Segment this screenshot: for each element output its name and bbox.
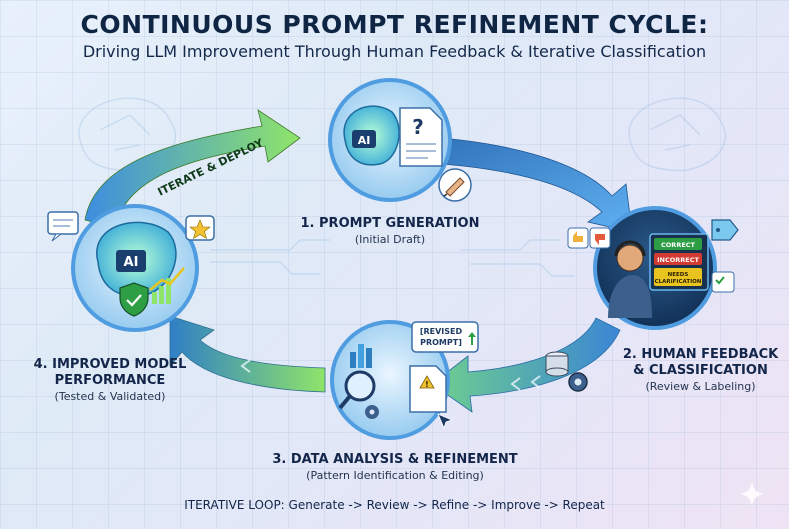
step-3-label: 3. DATA ANALYSIS & REFINEMENT (Pattern I… [250, 452, 540, 483]
svg-text:CORRECT: CORRECT [661, 241, 696, 249]
brain-icon: AI [343, 105, 400, 166]
step-1-illustration: AI ? [328, 78, 472, 202]
step-3-title: 3. DATA ANALYSIS & REFINEMENT [272, 452, 518, 467]
growth-chart-icon [149, 267, 185, 304]
sparkle-icon [740, 482, 764, 506]
svg-text:INCORRECT: INCORRECT [657, 256, 699, 264]
database-icon [545, 351, 569, 377]
circuit-lines [210, 239, 575, 277]
step-4-label: 4. IMPROVED MODEL PERFORMANCE (Tested & … [20, 357, 200, 404]
svg-text:NEEDS: NEEDS [668, 272, 689, 278]
star-icon [185, 215, 215, 241]
gear-icon [365, 405, 379, 419]
step-2-label: 2. HUMAN FEEDBACK & CLASSIFICATION (Revi… [612, 347, 789, 394]
shield-check-icon [119, 282, 149, 317]
footer-loop-text: ITERATIVE LOOP: Generate -> Review -> Re… [184, 498, 605, 512]
page-title: CONTINUOUS PROMPT REFINEMENT CYCLE: [80, 10, 709, 39]
step-1-label: 1. PROMPT GENERATION (Initial Draft) [300, 216, 480, 247]
headset-person-icon [608, 240, 652, 318]
svg-text:!: ! [425, 380, 429, 389]
page-subtitle: Driving LLM Improvement Through Human Fe… [82, 42, 707, 61]
arrow-iterate-deploy [84, 109, 301, 229]
hand-writing-icon [438, 168, 472, 202]
step-1-title: 1. PROMPT GENERATION [300, 216, 480, 231]
brain-icon: AI [96, 221, 177, 297]
warning-document-icon: ! [409, 365, 447, 413]
thumbs-down-icon [589, 227, 611, 249]
faint-brain-left-icon [78, 97, 177, 172]
tag-needs [654, 268, 702, 286]
step-4-illustration: AI [47, 204, 215, 332]
step-4-subtitle: (Tested & Validated) [54, 390, 166, 403]
chat-bubble-icon [47, 211, 79, 242]
tag-icon [711, 219, 739, 241]
step-1-subtitle: (Initial Draft) [354, 233, 426, 246]
step-2-title-line-1: 2. HUMAN FEEDBACK [622, 347, 779, 362]
document-icon: ? [399, 107, 443, 167]
step-4-title-line-1: 4. IMPROVED MODEL [33, 357, 187, 372]
thumbs-up-icon [567, 227, 589, 249]
magnifier-icon [338, 370, 376, 410]
faint-brain-right-icon [628, 97, 727, 172]
classification-tags: CORRECT INCORRECT NEEDS CLARIFICATION [654, 238, 702, 286]
bar-chart-icon [350, 344, 372, 368]
revised-prompt-bubble: [REVISED PROMPT] [411, 321, 479, 353]
step-2-subtitle: (Review & Labeling) [645, 380, 756, 393]
svg-text:AI: AI [124, 255, 139, 270]
svg-text:?: ? [412, 115, 424, 139]
cursor-icon [437, 413, 454, 430]
tag-correct [654, 238, 702, 250]
gear-icon [568, 372, 588, 392]
tag-incorrect [654, 253, 702, 265]
step-3-illustration: [REVISED PROMPT] ! [330, 320, 479, 440]
step-2-title-line-2: & CLASSIFICATION [633, 363, 768, 378]
step-4-title-line-2: PERFORMANCE [54, 373, 166, 388]
step-2-illustration: CORRECT INCORRECT NEEDS CLARIFICATION [545, 206, 739, 392]
checklist-icon [711, 271, 735, 293]
step-3-subtitle: (Pattern Identification & Editing) [306, 469, 484, 482]
svg-text:[REVISED: [REVISED [420, 327, 463, 336]
svg-text:CLARIFICATION: CLARIFICATION [655, 279, 702, 285]
svg-text:AI: AI [358, 134, 371, 147]
svg-text:PROMPT]: PROMPT] [420, 338, 462, 347]
